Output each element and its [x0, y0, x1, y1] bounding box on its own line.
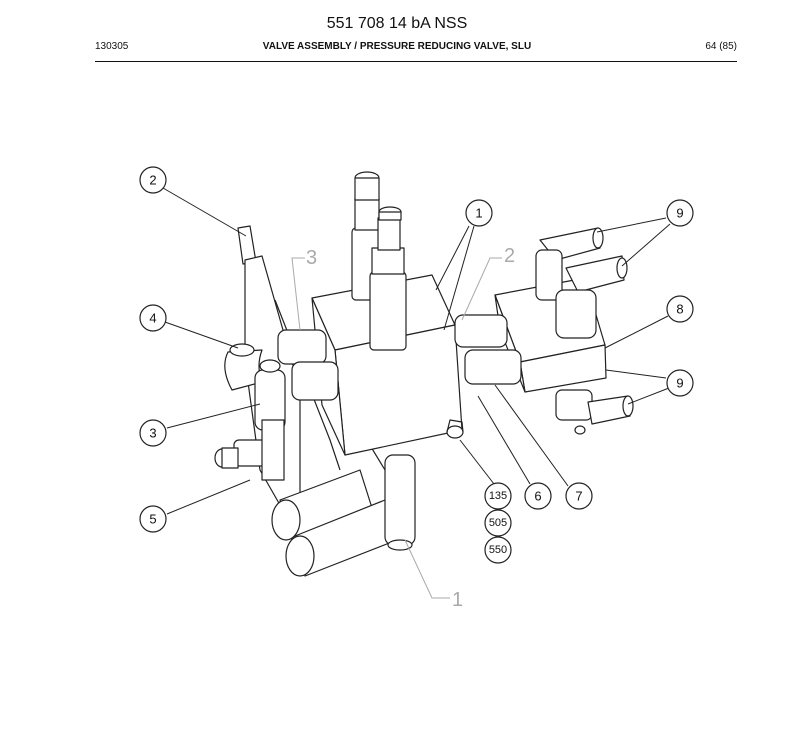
callout-550: 550 — [489, 544, 507, 556]
ghost-label-3: 3 — [306, 247, 317, 269]
callout-8: 8 — [676, 302, 683, 317]
ghost-label-2: 2 — [504, 245, 515, 267]
top-cartridge-2-body — [369, 271, 407, 351]
leader-lines — [162, 187, 671, 515]
callout-1: 1 — [475, 206, 482, 221]
manifold-bolt — [446, 425, 464, 439]
callout-4: 4 — [149, 311, 156, 326]
callout-2: 2 — [149, 173, 156, 188]
bottom-vertical-fitting — [384, 454, 416, 546]
page-indicator: 64 (85) — [705, 41, 737, 52]
left-hex-fitting — [277, 329, 327, 365]
callout-3: 3 — [149, 426, 156, 441]
callout-9-lower: 9 — [676, 376, 683, 391]
ghost-leaders — [291, 257, 502, 599]
ghost-label-1: 1 — [452, 589, 463, 611]
header-rule — [95, 61, 737, 62]
valve-assembly-illustration — [214, 171, 634, 577]
callout-135: 135 — [489, 490, 507, 502]
callout-505: 505 — [489, 517, 507, 529]
callout-circles — [139, 166, 694, 564]
callout-6: 6 — [534, 489, 541, 504]
right-mid-elbow — [565, 255, 625, 293]
right-upper-hex-fitting — [454, 314, 508, 348]
top-cartridge-neck — [354, 197, 380, 231]
callout-9-upper: 9 — [676, 206, 683, 221]
right-lower-elbow — [555, 389, 593, 421]
top-cartridge-2-neck — [377, 217, 401, 251]
document-title: 551 708 14 bA NSS — [326, 15, 468, 32]
document-code: 130305 — [95, 41, 129, 52]
right-lower-hex-fitting — [464, 349, 522, 385]
section-title: VALVE ASSEMBLY / PRESSURE REDUCING VALVE… — [262, 41, 532, 52]
callout-5: 5 — [149, 512, 156, 527]
callout-7: 7 — [575, 489, 582, 504]
